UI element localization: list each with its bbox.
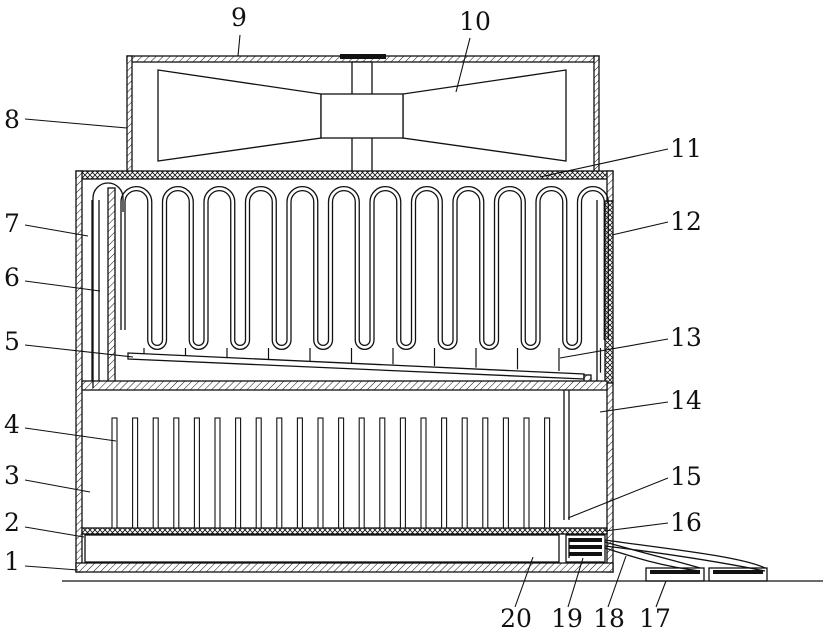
vertical-plate: [133, 418, 138, 528]
label-16: 16: [670, 508, 702, 537]
label-10: 10: [459, 7, 491, 36]
vertical-plate: [236, 418, 241, 528]
serpentine-coil: [121, 187, 608, 346]
top-mount: [340, 54, 386, 59]
inner-wall: [108, 188, 115, 388]
label-4: 4: [4, 410, 20, 439]
fan-blades: [158, 70, 321, 161]
vertical-plate: [503, 418, 508, 528]
outlet-pipes: [605, 540, 765, 571]
vertical-plate: [153, 418, 158, 528]
label-12: 12: [670, 207, 702, 236]
fan-hub: [321, 94, 403, 138]
vertical-plate: [194, 418, 199, 528]
vertical-plate: [545, 418, 550, 528]
vertical-plate: [421, 418, 426, 528]
side-mesh-panel: [605, 201, 613, 383]
label-19: 19: [551, 604, 583, 633]
label-1: 1: [4, 547, 20, 576]
drip-tray: [128, 353, 584, 379]
serpentine-coil-inner: [125, 191, 604, 350]
label-20: 20: [500, 604, 532, 633]
vertical-plate: [256, 418, 261, 528]
label-8: 8: [4, 105, 20, 134]
fan-housing: [127, 54, 599, 172]
label-7: 7: [4, 209, 20, 238]
vertical-plates: [112, 418, 550, 528]
middle-partition: [82, 381, 607, 390]
vertical-plate: [215, 418, 220, 528]
vertical-plate: [318, 418, 323, 528]
vertical-plate: [112, 418, 117, 528]
vertical-plate: [277, 418, 282, 528]
vertical-plate: [339, 418, 344, 528]
label-2: 2: [4, 508, 20, 537]
coil-drip-stubs: [144, 348, 601, 373]
label-6: 6: [4, 263, 20, 292]
collection-tanks: [646, 568, 767, 581]
label-3: 3: [4, 461, 20, 490]
label-14: 14: [670, 386, 702, 415]
label-11: 11: [670, 134, 702, 163]
vertical-plate: [524, 418, 529, 528]
label-17: 17: [639, 604, 671, 633]
top-mesh-plate: [76, 171, 613, 179]
label-13: 13: [670, 323, 702, 352]
label-15: 15: [670, 462, 702, 491]
vertical-plate: [462, 418, 467, 528]
perforated-plate: [82, 528, 607, 534]
label-9: 9: [231, 3, 247, 32]
vertical-plate: [174, 418, 179, 528]
water-tank: [85, 535, 559, 562]
vertical-plate: [483, 418, 488, 528]
vertical-plate: [359, 418, 364, 528]
label-5: 5: [4, 327, 20, 356]
vertical-plate: [297, 418, 302, 528]
label-18: 18: [593, 604, 625, 633]
vertical-plate: [442, 418, 447, 528]
vertical-plate: [400, 418, 405, 528]
vertical-plate: [380, 418, 385, 528]
